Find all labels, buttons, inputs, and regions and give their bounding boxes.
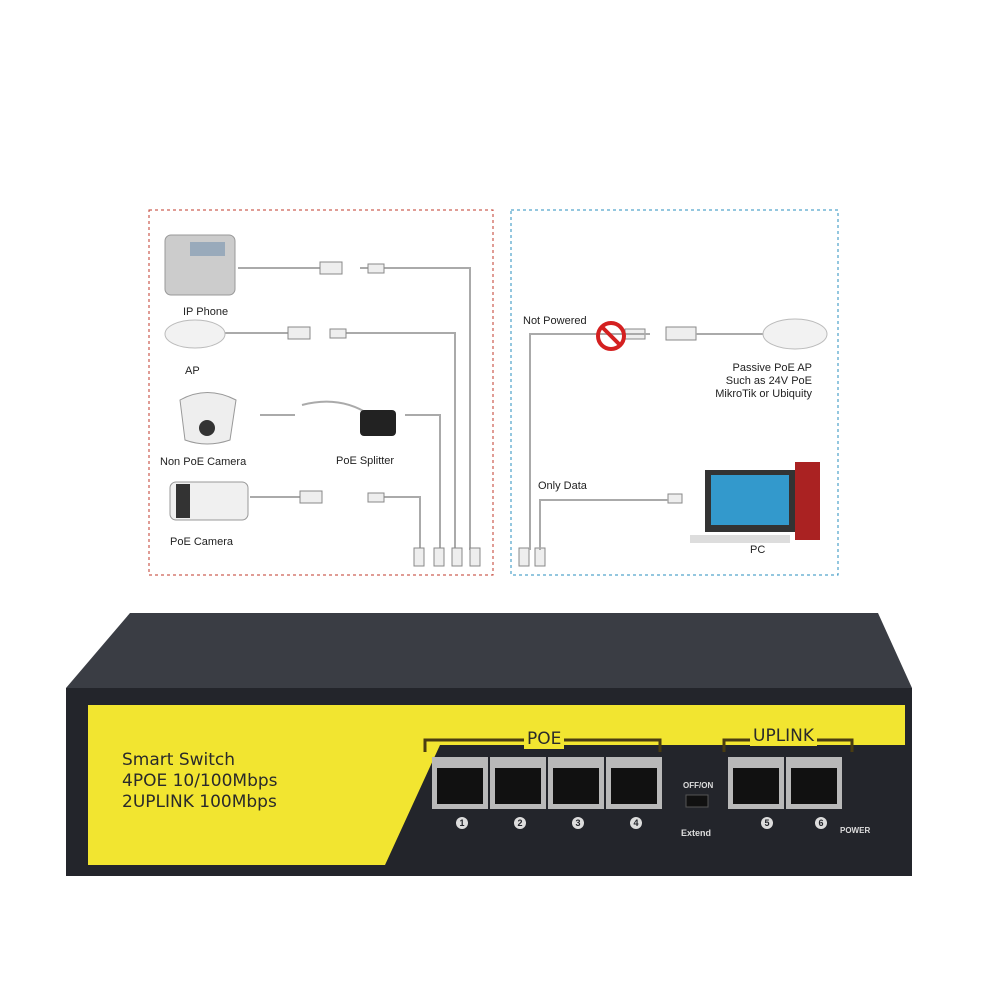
uplink-group-label: UPLINK bbox=[750, 726, 818, 746]
poe-splitter-icon bbox=[360, 410, 396, 436]
label-line: 2UPLINK 100Mbps bbox=[122, 792, 277, 812]
poe-group-label: POE bbox=[524, 729, 565, 749]
passive-ap-line: Such as 24V PoE bbox=[725, 375, 812, 387]
port-opening bbox=[553, 768, 599, 804]
pc-tower-icon bbox=[795, 462, 820, 540]
port-opening bbox=[791, 768, 837, 804]
label-poe-camera: PoE Camera bbox=[170, 536, 233, 548]
port-number: 3 bbox=[572, 817, 584, 829]
ethernet-ports bbox=[432, 757, 842, 809]
label-poe-splitter: PoE Splitter bbox=[336, 455, 395, 467]
label-passive-ap: Passive PoE AP Such as 24V PoE MikroTik … bbox=[715, 362, 812, 401]
label-ap: AP bbox=[185, 365, 200, 377]
port-number: 4 bbox=[630, 817, 642, 829]
label-pc: PC bbox=[750, 544, 766, 556]
port-number: 2 bbox=[514, 817, 526, 829]
extend-label: Extend bbox=[681, 828, 712, 838]
not-powered-icon bbox=[596, 321, 626, 351]
passive-ap-icon bbox=[762, 318, 828, 350]
label-not-powered: Not Powered bbox=[523, 315, 587, 327]
port-opening bbox=[733, 768, 779, 804]
passive-ap-line: Passive PoE AP bbox=[732, 362, 813, 374]
label-line: Smart Switch bbox=[122, 750, 236, 770]
off-on-label: OFF/ON bbox=[683, 781, 714, 790]
port-opening bbox=[611, 768, 657, 804]
port-opening bbox=[437, 768, 483, 804]
port-opening bbox=[495, 768, 541, 804]
label-ip-phone: IP Phone bbox=[183, 306, 229, 318]
port-number: 6 bbox=[815, 817, 827, 829]
port-number: 5 bbox=[761, 817, 773, 829]
yellow-label-panel bbox=[88, 705, 905, 865]
left-cables bbox=[222, 267, 471, 550]
port-number: 1 bbox=[456, 817, 468, 829]
passive-ap-line: MikroTik or Ubiquity bbox=[715, 388, 812, 400]
dome-camera-icon bbox=[179, 392, 237, 445]
extend-switch bbox=[685, 794, 709, 808]
switch-top bbox=[66, 613, 912, 688]
power-label: POWER bbox=[840, 826, 871, 835]
connectors bbox=[287, 261, 697, 567]
right-dashed-box bbox=[510, 209, 839, 576]
label-line: 4POE 10/100Mbps bbox=[122, 771, 278, 791]
label-non-poe-camera: Non PoE Camera bbox=[160, 456, 247, 468]
label-only-data: Only Data bbox=[538, 480, 587, 492]
switch-model-label: Smart Switch 4POE 10/100Mbps 2UPLINK 100… bbox=[122, 750, 278, 813]
ap-icon bbox=[164, 319, 226, 349]
